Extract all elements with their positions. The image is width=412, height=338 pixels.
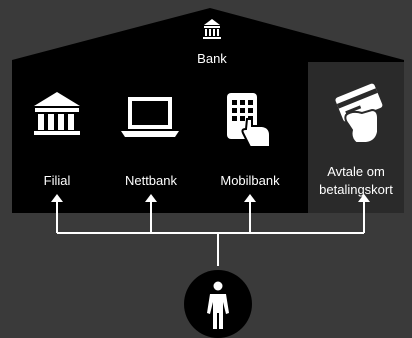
mobile-phone-tap-icon: [227, 93, 271, 148]
bank-house-shape: [12, 8, 404, 213]
channel-label-mobilbank: Mobilbank: [220, 173, 280, 188]
laptop-icon: [121, 97, 179, 137]
arrowhead-card-agreement: [358, 194, 370, 202]
card-agreement-label-line2: betalingskort: [319, 182, 393, 197]
connector-lines: [56, 200, 365, 266]
card-in-hand-icon: [335, 83, 383, 144]
card-agreement-label-line1: Avtale om: [327, 164, 385, 179]
person-icon: [207, 281, 229, 329]
connector-arrowheads: [51, 194, 370, 202]
bank-building-icon: [34, 92, 80, 135]
channel-label-filial: Filial: [44, 173, 71, 188]
bank-title: Bank: [197, 51, 227, 66]
arrowhead-filial: [51, 194, 63, 202]
arrowhead-nettbank: [145, 194, 157, 202]
channel-label-nettbank: Nettbank: [125, 173, 178, 188]
arrowhead-mobilbank: [244, 194, 256, 202]
bank-icon: [203, 19, 221, 39]
